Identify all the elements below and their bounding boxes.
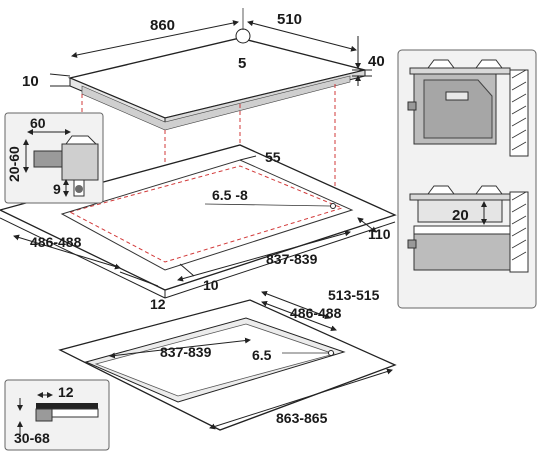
bottom-outer-width-label: 863-865 — [276, 410, 328, 426]
worktop-top — [0, 144, 397, 299]
cutout-edge-gap-label: 12 — [150, 296, 166, 312]
bottom-inner-depth-label: 486-488 — [290, 305, 342, 321]
detail-box-bottom — [4, 379, 110, 451]
hob-depth-label: 510 — [277, 11, 302, 28]
detail-left-bottom-label: 9 — [53, 181, 61, 197]
bottom-clip-offset-label: 6.5 — [252, 347, 272, 363]
bottom-inner-width-label: 837-839 — [160, 344, 212, 360]
detail-bottom-top-label: 12 — [58, 384, 74, 400]
cutout-clip-offset-label: 6.5 -8 — [212, 187, 248, 203]
hob-width-label: 860 — [150, 17, 175, 34]
cutout-front-gap-label: 10 — [203, 277, 219, 293]
detail-box-left — [4, 112, 104, 204]
detail-right-clearance-label: 20 — [452, 207, 469, 224]
detail-left-height-label: 20-60 — [6, 146, 22, 182]
detail-panel-right — [397, 49, 537, 309]
bottom-outer-depth-label: 513-515 — [328, 287, 380, 303]
cutout-inner-top-label: 55 — [265, 149, 281, 165]
detail-bottom-range-label: 30-68 — [14, 430, 50, 446]
hob-center-label: 5 — [238, 55, 246, 72]
worktop-bottom — [58, 290, 397, 431]
hob-glass-label: 10 — [22, 73, 39, 90]
hob-drawing — [49, 8, 372, 131]
cutout-width-label: 837-839 — [266, 251, 318, 267]
cutout-side-gap-label: 110 — [368, 226, 391, 242]
detail-left-top-label: 60 — [30, 115, 46, 131]
cutout-depth-label: 486-488 — [30, 234, 82, 250]
hob-height-label: 40 — [368, 53, 385, 70]
